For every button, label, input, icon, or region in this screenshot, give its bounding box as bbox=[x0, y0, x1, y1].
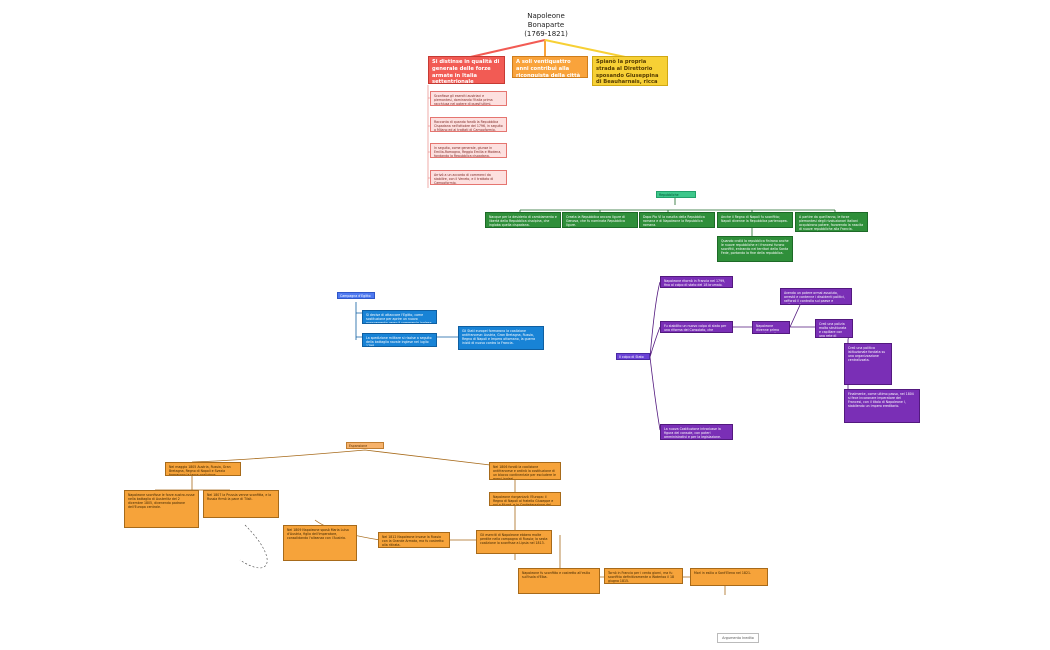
purple-item-2[interactable]: Fu stabilito un nuovo colpo di stato per… bbox=[660, 321, 733, 333]
orange-item-8[interactable]: Gli eserciti di Napoleone ebbero molte p… bbox=[476, 530, 552, 554]
purple-item-8[interactable]: Finalmente, come ultimo passo, nel 1804 … bbox=[844, 389, 920, 423]
footer-label: Argumento Inedito bbox=[717, 633, 759, 643]
red-child-1[interactable]: Sconfisse gli eserciti austriaci e piemo… bbox=[430, 91, 507, 106]
purple-item-3[interactable]: Napoleone divenne primo console a vita, … bbox=[752, 321, 790, 334]
green-label[interactable]: Repubbliche giacobine bbox=[656, 191, 696, 198]
root-title-line2: Bonaparte bbox=[527, 20, 565, 29]
green-item-3[interactable]: Dopo Pio VI la nascita della Repubblica … bbox=[639, 212, 715, 228]
orange-item-3[interactable]: Napoleone sconfisse le forze austro-russ… bbox=[124, 490, 199, 528]
orange-item-4[interactable]: Nel 1807 la Prussia venne sconfitta, e l… bbox=[203, 490, 279, 518]
orange-item-10[interactable]: Tornò in Francia per i cento giorni, ma … bbox=[604, 568, 683, 584]
green-item-6[interactable]: Quando crollò la repubblica finirono anc… bbox=[717, 236, 793, 262]
orange-item-1[interactable]: Nel maggio 1805 Austria, Russia, Gran Br… bbox=[165, 462, 241, 476]
orange-item-2[interactable]: Nel 1806 fondò la coalizione antifrances… bbox=[489, 462, 561, 480]
orange-item-9[interactable]: Napoleone fu sconfitto e costretto all'e… bbox=[518, 568, 600, 594]
red-child-2[interactable]: Racconta di quando fondò la Repubblica C… bbox=[430, 117, 507, 132]
blue-item-1[interactable]: Si decise di attaccare l'Egitto, come so… bbox=[362, 310, 437, 324]
orange-item-7[interactable]: Nel 1812 Napoleone invase la Russia con … bbox=[378, 532, 450, 548]
blue-label[interactable]: Campagna d'Egitto bbox=[337, 292, 375, 299]
orange-label[interactable]: Espansione francese bbox=[346, 442, 384, 449]
orange-item-6[interactable]: Nel 1809 Napoleone sposò Maria Luisa d'A… bbox=[283, 525, 357, 561]
purple-item-6[interactable]: Creò una polizia molto strutturata e cap… bbox=[815, 319, 853, 338]
branch-direttorio[interactable]: Spianò la propria strada al Direttorio s… bbox=[592, 56, 668, 86]
red-child-3[interactable]: In seguito, come generale, giunse in Emi… bbox=[430, 143, 507, 158]
branch-generale-italia[interactable]: Si distinse in qualità di generale delle… bbox=[428, 56, 505, 84]
purple-item-4[interactable]: La nuova Costituzione introdusse la figu… bbox=[660, 424, 733, 440]
purple-item-5[interactable]: Avendo un potere ormai assoluto, arrestò… bbox=[780, 288, 852, 305]
green-item-1[interactable]: Nacque per la desiderio di cambiamento e… bbox=[485, 212, 561, 228]
green-item-5[interactable]: A partire da quell'anno, le forze piemon… bbox=[795, 212, 868, 232]
purple-label[interactable]: Il colpo di Stato bbox=[616, 353, 650, 360]
red-child-4[interactable]: Arrivò a un accordo di commerci da stabi… bbox=[430, 170, 507, 185]
purple-item-7[interactable]: Creò una politica istituzionale fondata … bbox=[844, 343, 892, 385]
root-title: Napoleone Bonaparte (1769-1821) bbox=[518, 12, 574, 38]
orange-item-11[interactable]: Morì in esilio a Sant'Elena nel 1821. bbox=[690, 568, 768, 586]
green-item-2[interactable]: Creata la Repubblica ancora ligure di Ge… bbox=[562, 212, 638, 228]
green-item-4[interactable]: Anche il Regno di Napoli fu sconfitto; N… bbox=[717, 212, 793, 228]
blue-item-2[interactable]: La spedizione militare si risolse a segu… bbox=[362, 333, 437, 347]
blue-item-3[interactable]: Gli Stati europei formarono la coalizion… bbox=[458, 326, 544, 350]
branch-tolone[interactable]: A soli ventiquattro anni contribuì alla … bbox=[512, 56, 588, 78]
root-title-line1: Napoleone bbox=[527, 12, 565, 20]
purple-item-1[interactable]: Napoleone ritornò in Francia nel 1799, f… bbox=[660, 276, 733, 288]
root-title-line3: (1769-1821) bbox=[524, 29, 568, 38]
orange-item-5[interactable]: Napoleone riorganizzò l'Europa: il Regno… bbox=[489, 492, 561, 506]
